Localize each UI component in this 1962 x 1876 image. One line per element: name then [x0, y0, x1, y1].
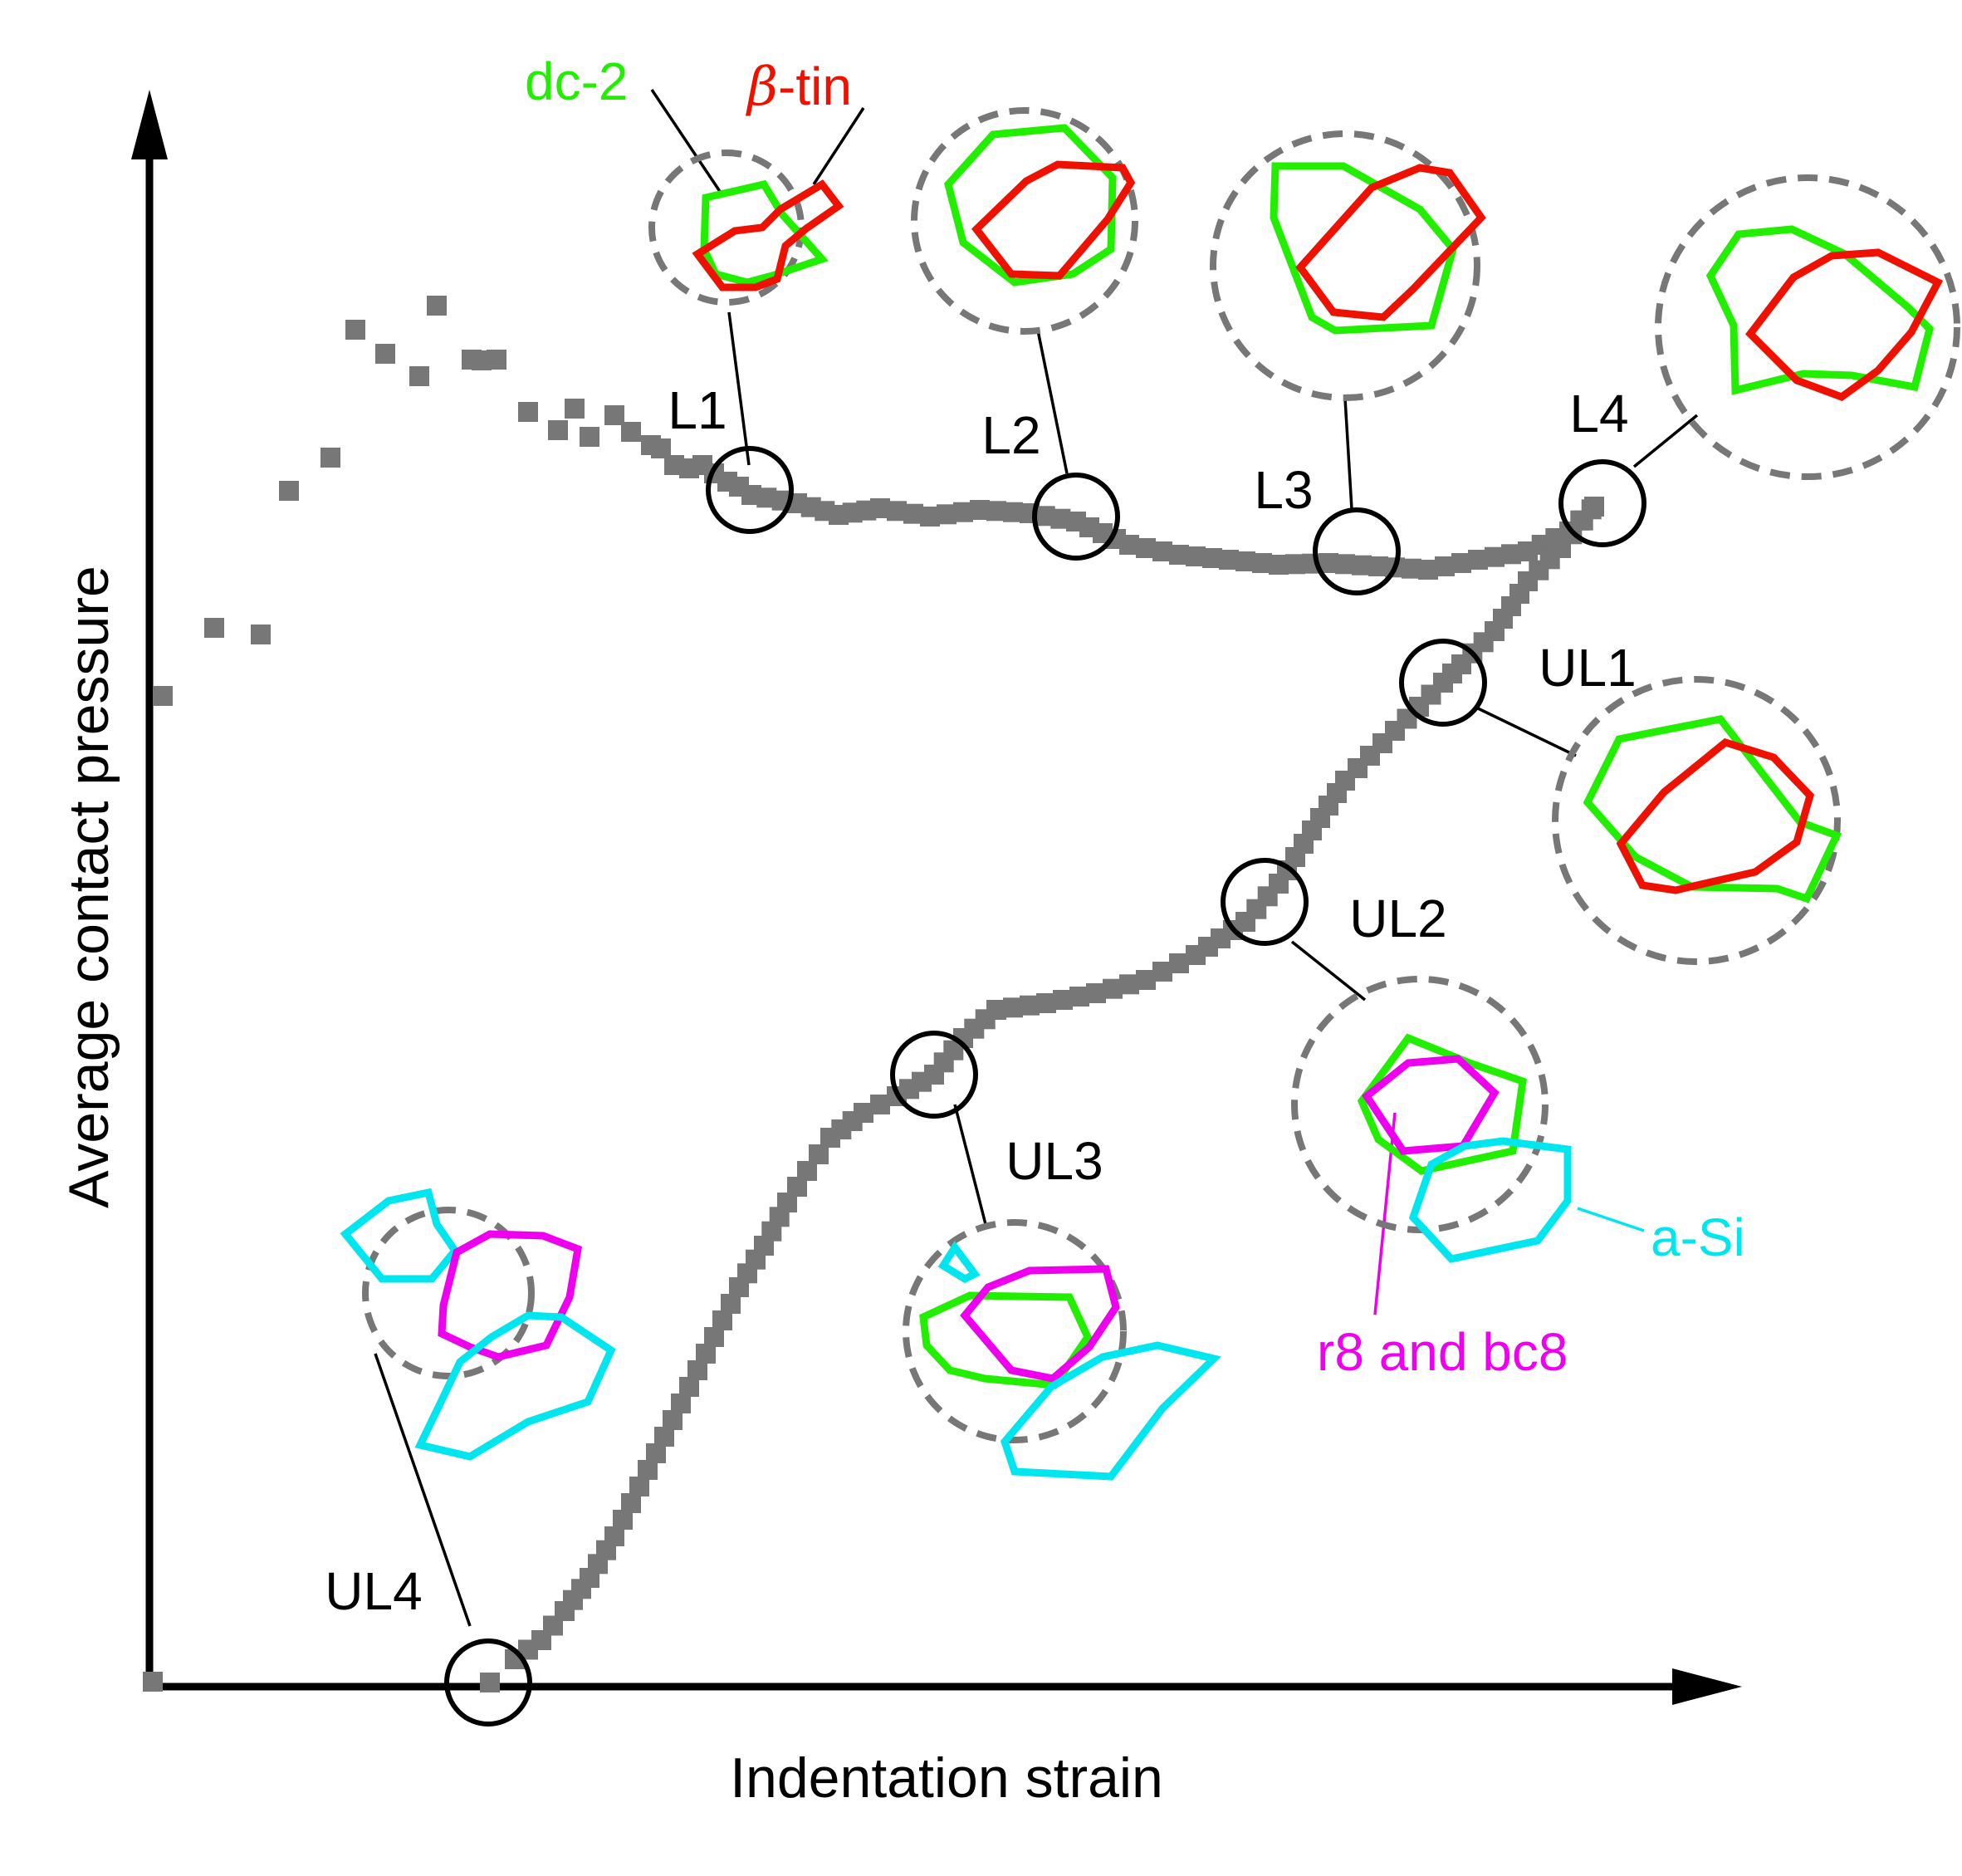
phase-legend: dc-2 β-tin r8 and bc8 a-Si — [525, 51, 1745, 1382]
curve-point-loading — [565, 399, 585, 419]
region-ul3-r8-bc8 — [960, 1265, 1120, 1383]
region-ul2-a-si — [1408, 1137, 1572, 1263]
region-l4-dc2 — [1705, 225, 1934, 395]
y-axis-arrowhead — [131, 90, 168, 159]
leader-line-beta-tin — [812, 107, 865, 185]
curve-point-loading — [143, 1672, 163, 1692]
region-outline-l1 — [648, 149, 805, 306]
pressure-strain-curve — [143, 296, 1604, 1692]
leader-line-a-si — [1577, 1207, 1645, 1232]
curve-point-loading — [375, 344, 395, 364]
region-l1-beta-tin — [692, 179, 844, 291]
stage-label-ul3: UL3 — [1005, 1131, 1103, 1191]
stage-markers — [444, 446, 1646, 1727]
phase-regions — [340, 124, 1944, 1481]
legend-beta-symbol: β — [746, 56, 778, 118]
curve-point-unloading — [480, 1673, 500, 1692]
region-outline-l4 — [1655, 174, 1960, 480]
leader-line-ul1 — [1477, 707, 1577, 757]
curve-point-loading — [580, 427, 599, 447]
leader-line-ul3 — [953, 1104, 988, 1228]
stage-marker-ul3 — [890, 1031, 978, 1119]
leader-line-l1 — [727, 311, 751, 466]
leader-line-l3 — [1343, 398, 1353, 510]
legend-a-si: a-Si — [1651, 1207, 1745, 1267]
leader-line-dc2 — [650, 89, 724, 196]
region-outline-l3 — [1210, 130, 1480, 401]
region-ul2-r8-bc8 — [1361, 1055, 1500, 1155]
stage-label-ul2: UL2 — [1349, 889, 1446, 948]
leader-lines — [374, 89, 1699, 1627]
legend-dc2: dc-2 — [525, 51, 629, 111]
stage-label-ul4: UL4 — [325, 1561, 422, 1621]
legend-r8-bc8: r8 and bc8 — [1317, 1322, 1568, 1382]
x-axis-label: Indentation strain — [730, 1746, 1163, 1810]
legend-beta-suffix: -tin — [778, 56, 852, 116]
region-l3-beta-tin — [1295, 164, 1486, 321]
legend-beta-tin: β-tin — [746, 56, 852, 118]
region-l2-dc2 — [944, 124, 1117, 287]
region-l4-beta-tin — [1745, 248, 1944, 402]
stage-marker-l2 — [1032, 473, 1120, 561]
stage-label-l3: L3 — [1254, 460, 1313, 520]
region-ul1-beta-tin — [1616, 737, 1815, 894]
stage-marker-l1 — [706, 446, 794, 534]
curve-point-loading — [487, 350, 506, 370]
y-axis-label: Average contact pressure — [57, 566, 120, 1208]
curve-point-loading — [409, 366, 429, 386]
stage-marker-l4 — [1558, 459, 1646, 547]
curve-point-loading — [251, 625, 271, 644]
region-outline-l2 — [911, 107, 1138, 335]
region-ul4-r8-bc8 — [438, 1230, 583, 1361]
stage-label-ul1: UL1 — [1539, 638, 1636, 698]
stage-marker-l3 — [1313, 507, 1401, 595]
leader-line-ul2 — [1290, 940, 1367, 1002]
curve-point-loading — [204, 618, 224, 638]
region-ul3-a-si-small — [937, 1241, 981, 1284]
stage-marker-ul1 — [1399, 639, 1487, 727]
region-ul1-dc2 — [1583, 715, 1842, 904]
region-outline-ul4 — [362, 1207, 535, 1379]
region-outline-ul1 — [1552, 676, 1841, 965]
region-l2-beta-tin — [971, 160, 1136, 280]
stage-label-l2: L2 — [981, 405, 1040, 465]
leader-line-l2 — [1036, 330, 1069, 474]
stage-marker-ul2 — [1221, 858, 1309, 946]
region-l3-dc2 — [1270, 162, 1457, 335]
curve-point-loading — [279, 481, 299, 501]
leader-line-l4 — [1632, 414, 1699, 468]
stage-marker-ul4 — [444, 1638, 532, 1727]
curve-point-loading — [320, 448, 340, 468]
curve-point-loading — [548, 420, 568, 440]
stage-label-l1: L1 — [668, 380, 727, 440]
curve-point-loading — [153, 686, 173, 706]
stage-labels: L1 L2 L3 L4 UL1 UL2 UL3 UL4 — [325, 380, 1636, 1621]
curve-point-loading — [518, 402, 538, 422]
leader-line-ul4 — [374, 1353, 472, 1627]
region-ul2-dc2 — [1357, 1033, 1527, 1175]
axes: Indentation strain Average contact press… — [57, 90, 1742, 1810]
curve-point-loading — [345, 320, 365, 340]
stage-label-l4: L4 — [1569, 384, 1628, 443]
region-l1-dc2 — [700, 179, 829, 287]
x-axis-arrowhead — [1672, 1668, 1742, 1705]
curve-point-loading — [621, 422, 641, 442]
region-ul4-a-si-lower — [414, 1311, 616, 1461]
region-ul4-a-si-upper — [340, 1188, 460, 1283]
region-outline-ul3 — [903, 1219, 1127, 1443]
curve-point-loading — [427, 296, 447, 316]
region-ul3-a-si — [1000, 1341, 1222, 1481]
